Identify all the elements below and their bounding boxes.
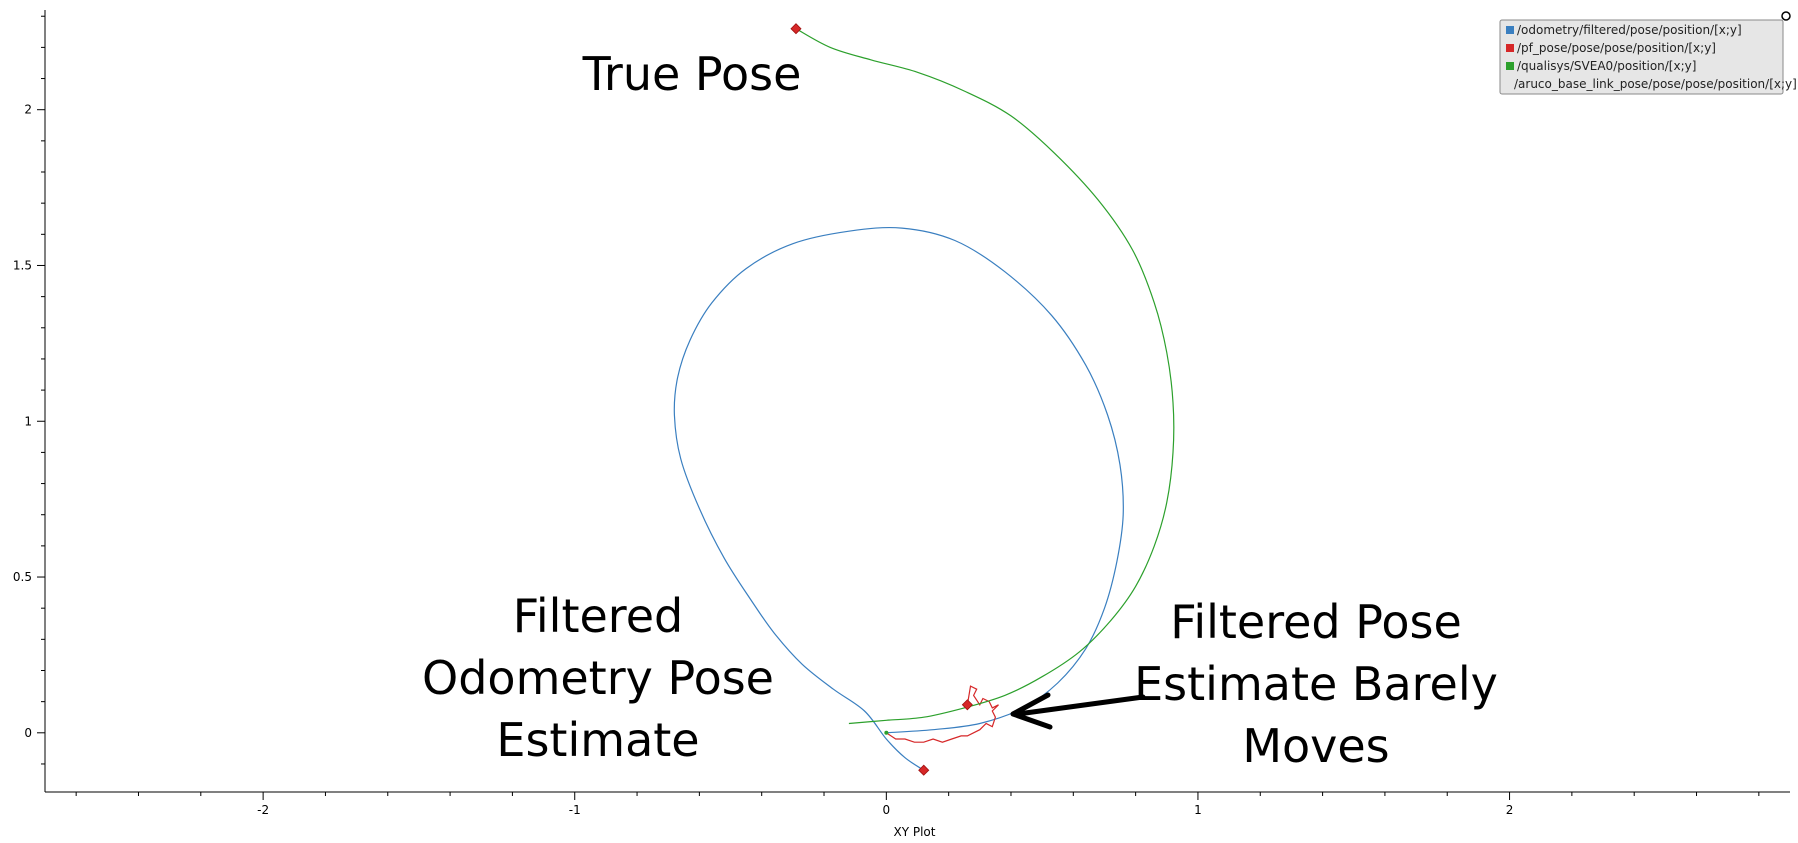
diamond-marker [961,699,973,711]
x-tick-label: -1 [569,803,581,817]
x-tick-label: 1 [1194,803,1202,817]
annotation-line: Filtered Pose [1170,595,1462,649]
annotation-line: Moves [1242,719,1389,773]
y-tick-label: 0.5 [13,570,32,584]
legend-entry[interactable]: /aruco_base_link_pose/pose/pose/position… [1514,77,1797,91]
legend-swatch [1506,26,1514,34]
y-tick-label: 2 [24,103,32,117]
diamond-marker [790,23,802,35]
x-tick-label: 2 [1506,803,1514,817]
markers-layer [790,23,973,776]
x-axis-title: XY Plot [894,825,936,839]
y-tick-label: 1 [24,414,32,428]
axes: -2 -1 0 1 2 0 0.5 1 1.5 2 XY Plot [13,10,1790,839]
legend-swatch [1506,44,1514,52]
diamond-marker [918,764,930,776]
corner-handle-icon[interactable] [1781,11,1791,21]
x-tick-label: 0 [883,803,891,817]
y-tick-label: 0 [24,726,32,740]
y-tick-label: 1.5 [13,258,32,272]
annotation-line: Estimate [496,713,699,767]
legend-box [1499,19,1784,95]
legend-entry[interactable]: /odometry/filtered/pose/position/[x;y] [1517,23,1742,37]
series-odometry-line [673,226,1124,771]
legend-entry[interactable]: /pf_pose/pose/pose/position/[x;y] [1517,41,1716,55]
series-layer [673,28,1175,771]
legend[interactable]: /odometry/filtered/pose/position/[x;y] /p… [1499,19,1797,95]
origin-point [884,730,889,735]
legend-entry[interactable]: /qualisys/SVEA0/position/[x;y] [1517,59,1696,73]
series-pf-pose-line [885,685,999,743]
annotation-line: Estimate Barely [1134,657,1498,711]
annotation-line: Odometry Pose [422,651,774,705]
series-qualisys-line [795,28,1175,725]
annotation-arrow-shaft [1015,694,1146,717]
annotation-arrow-head [1010,692,1053,730]
x-tick-label: -2 [257,803,269,817]
annotation-line: Filtered [513,589,683,643]
legend-swatch [1506,62,1514,70]
annotation-line: True Pose [582,47,802,101]
